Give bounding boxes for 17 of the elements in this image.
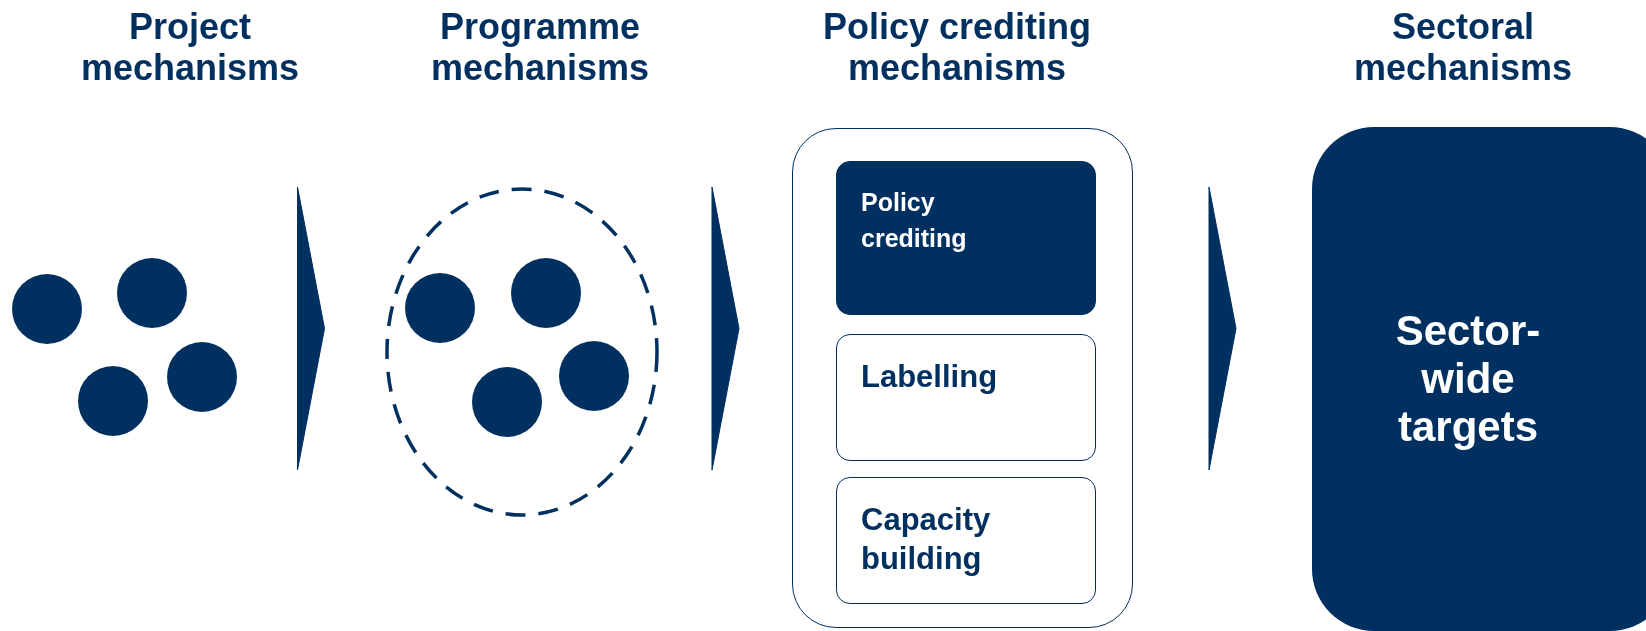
chevron-arrow [297, 186, 325, 471]
chevron-arrow [1208, 186, 1237, 471]
column-heading: Policy crediting mechanisms [821, 6, 1093, 88]
chevron-arrow [711, 186, 740, 471]
box-text: Policy crediting [861, 187, 968, 254]
column-heading: Sectoral mechanisms [1352, 6, 1574, 88]
mechanism-box [836, 161, 1096, 315]
box-text: Capacity building [861, 501, 992, 578]
box-text: Labelling [861, 358, 999, 396]
column-heading: Programme mechanisms [429, 6, 651, 88]
mechanism-box [836, 334, 1096, 461]
dashed-ellipse [385, 187, 659, 517]
group-panel [792, 128, 1133, 628]
box-text: Sector-wide targets [1394, 307, 1542, 451]
target-box [1312, 127, 1646, 631]
mechanism-box [836, 477, 1096, 604]
column-heading: Project mechanisms [79, 6, 301, 88]
